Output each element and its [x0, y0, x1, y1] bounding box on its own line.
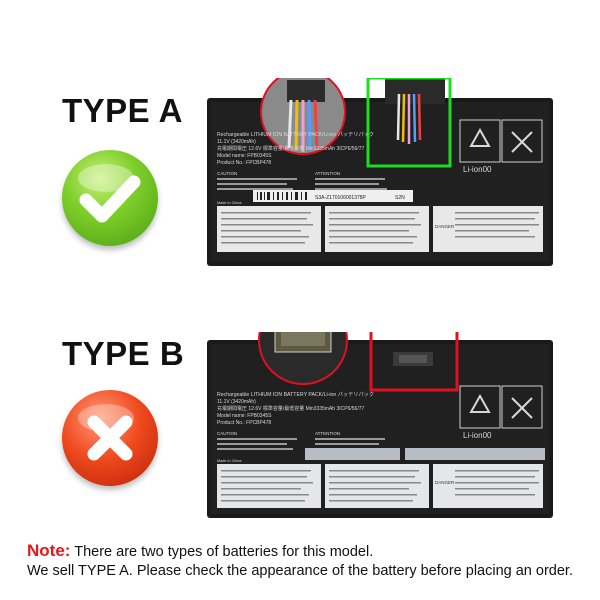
battery-type-a-image: Rechargeable LITHIUM ION BATTERY PACK/Li…	[205, 78, 555, 270]
battery-a-danger: DANGER	[435, 224, 455, 229]
note-text: There are two types of batteries for thi…	[74, 544, 374, 560]
battery-a-line1: Rechargeable LITHIUM ION BATTERY PACK/Li…	[217, 131, 374, 138]
battery-b-attention: ATTENTION	[315, 431, 340, 436]
battery-b-line3: 充電期間電圧 12.6V 標準容量/最低容量 Min3335mAh 3ICP6/…	[217, 405, 364, 412]
type-a-label: TYPE A	[62, 92, 183, 129]
battery-b-line2: 11.1V (3420mAh)	[217, 399, 256, 405]
cross-icon	[62, 390, 158, 486]
battery-a-serial: S3A-Z170106001378P	[315, 195, 367, 201]
battery-b-liion: Li-ion00	[463, 431, 492, 440]
battery-a-line4: Model name: FPB0345S	[217, 153, 272, 159]
battery-a-liion: Li-ion00	[463, 165, 492, 174]
battery-b-line4: Model name: FPB0345S	[217, 413, 272, 419]
battery-a-sn: S2N	[395, 195, 405, 201]
battery-b-line5: Product No.: FPCBP478	[217, 420, 271, 426]
battery-a-line5: Product No.: FPCBP478	[217, 160, 271, 166]
checkmark-icon	[62, 150, 158, 246]
battery-b-madein: Made in China	[217, 459, 242, 463]
battery-a-madein: Made in China	[217, 201, 242, 205]
battery-b-danger: DANGER	[435, 480, 455, 485]
note-line-2: We sell TYPE A. Please check the appeara…	[27, 563, 573, 579]
note-line-1: Note: There are two types of batteries f…	[27, 541, 373, 561]
battery-a-attention: ATTENTION	[315, 171, 340, 176]
battery-b-caution: CAUTION	[217, 431, 237, 436]
type-b-label: TYPE B	[62, 335, 185, 372]
battery-type-b-image: Rechargeable LITHIUM ION BATTERY PACK/Li…	[205, 332, 555, 522]
note-label: Note:	[27, 541, 71, 560]
battery-a-caution: CAUTION	[217, 171, 237, 176]
battery-b-line1: Rechargeable LITHIUM ION BATTERY PACK/Li…	[217, 391, 374, 398]
battery-a-line3: 充電期間電圧 12.6V 標準容量/最低容量 Min3335mAh 3ICP6/…	[217, 145, 364, 152]
battery-a-line2: 11.1V (3420mAh)	[217, 139, 256, 145]
